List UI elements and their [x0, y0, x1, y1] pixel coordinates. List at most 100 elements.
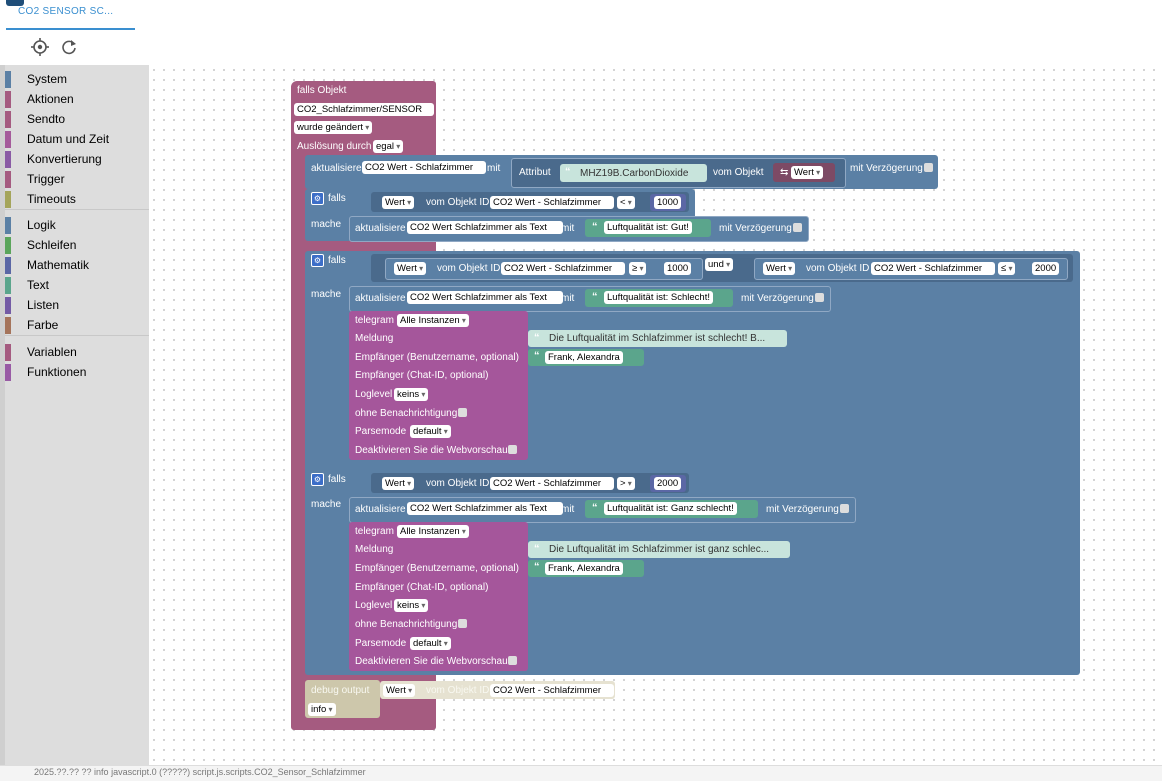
status-text: 2025.??.?? ?? info javascript.0 (?????) …: [34, 767, 366, 777]
update-target-field[interactable]: CO2 Wert Schlafzimmer als Text: [407, 291, 563, 304]
text-value[interactable]: Luftqualität ist: Gut!: [604, 221, 692, 234]
toolbox-category-timeouts[interactable]: Timeouts: [5, 190, 149, 209]
toolbox-separator: [5, 209, 149, 210]
silent-checkbox[interactable]: [458, 408, 467, 417]
telegram-label: telegram: [355, 315, 394, 326]
quote-open-icon: “: [534, 543, 540, 555]
wert-dropdown[interactable]: Wert: [382, 196, 415, 209]
gear-icon[interactable]: ⚙: [311, 473, 324, 486]
category-color-bar: [5, 111, 11, 128]
category-label: Konvertierung: [27, 152, 102, 166]
webpreview-checkbox[interactable]: [508, 656, 517, 665]
category-label: Funktionen: [27, 365, 87, 379]
variable-dropdown[interactable]: Wert: [791, 166, 824, 179]
toolbar: [0, 30, 1162, 66]
toolbox-category-variablen[interactable]: Variablen: [5, 343, 149, 362]
text-value[interactable]: Luftqualität ist: Ganz schlecht!: [604, 502, 737, 515]
delay-checkbox[interactable]: [840, 504, 849, 513]
parsemode-dropdown[interactable]: default: [410, 425, 451, 438]
debug-label: debug output: [311, 685, 370, 696]
trigger-by-dropdown[interactable]: egal: [373, 140, 404, 153]
operator-dropdown[interactable]: <: [617, 196, 635, 209]
number-value[interactable]: 2000: [654, 477, 682, 490]
category-color-bar: [5, 191, 11, 208]
recipient-value[interactable]: Frank, Alexandra: [545, 562, 623, 575]
recipient-value[interactable]: Frank, Alexandra: [545, 351, 623, 364]
message-text-block[interactable]: [528, 541, 790, 558]
wert-dropdown[interactable]: Wert: [383, 684, 416, 697]
toolbox-category-logik[interactable]: Logik: [5, 216, 149, 235]
trigger-condition-dropdown[interactable]: wurde geändert: [294, 121, 373, 134]
silent-checkbox[interactable]: [458, 619, 467, 628]
wert-dropdown[interactable]: Wert: [382, 477, 415, 490]
message-text-block[interactable]: [528, 330, 787, 347]
delay-checkbox[interactable]: [793, 223, 802, 232]
from-id-label: vom Objekt ID: [426, 685, 490, 696]
delay-checkbox[interactable]: [924, 163, 933, 172]
instances-dropdown[interactable]: Alle Instanzen: [397, 525, 469, 538]
webpreview-checkbox[interactable]: [508, 445, 517, 454]
object-id-field[interactable]: CO2 Wert - Schlafzimmer: [871, 262, 995, 275]
do-label: mache: [311, 289, 342, 300]
toolbox-category-farbe[interactable]: Farbe: [5, 316, 149, 335]
attribute-label: Attribut: [519, 167, 551, 178]
operator-dropdown[interactable]: >: [617, 477, 635, 490]
update-target-field[interactable]: CO2 Wert - Schlafzimmer: [362, 161, 486, 174]
wert-dropdown[interactable]: Wert: [394, 262, 427, 275]
trigger-by-label: Auslösung durch: [297, 141, 372, 152]
number-value[interactable]: 1000: [654, 196, 682, 209]
trigger-object-field[interactable]: CO2_Schlafzimmer/SENSOR: [294, 103, 434, 116]
object-id-field[interactable]: CO2 Wert - Schlafzimmer: [490, 196, 614, 209]
toolbox-category-trigger[interactable]: Trigger: [5, 170, 149, 189]
category-color-bar: [5, 237, 11, 254]
update-target-field[interactable]: CO2 Wert Schlafzimmer als Text: [407, 502, 563, 515]
recipient-label: Empfänger (Benutzername, optional): [355, 563, 519, 574]
parsemode-dropdown[interactable]: default: [410, 637, 451, 650]
message-text: Die Luftqualität im Schlafzimmer ist sch…: [549, 333, 766, 344]
message-label: Meldung: [355, 333, 394, 344]
gear-icon[interactable]: ⚙: [311, 192, 324, 205]
object-id-field[interactable]: CO2 Wert - Schlafzimmer: [501, 262, 625, 275]
quote-open-icon: “: [592, 221, 598, 233]
target-icon[interactable]: [29, 36, 51, 58]
number-value[interactable]: 2000: [1032, 262, 1060, 275]
toolbox-category-system[interactable]: System: [5, 70, 149, 89]
gear-icon[interactable]: ⚙: [311, 254, 324, 267]
quote-open-icon: “: [592, 291, 598, 303]
tab-bar: [0, 0, 1162, 31]
update-target-field[interactable]: CO2 Wert Schlafzimmer als Text: [407, 221, 563, 234]
loglevel-dropdown[interactable]: keins: [394, 388, 429, 401]
from-id-label: vom Objekt ID: [806, 263, 870, 274]
toolbox-category-datum-und-zeit[interactable]: Datum und Zeit: [5, 130, 149, 149]
if-label: falls: [328, 193, 346, 204]
category-label: Farbe: [27, 318, 59, 332]
category-color-bar: [5, 131, 11, 148]
object-id-field[interactable]: CO2 Wert - Schlafzimmer: [490, 684, 614, 697]
toolbox-category-schleifen[interactable]: Schleifen: [5, 236, 149, 255]
toolbox-category-listen[interactable]: Listen: [5, 296, 149, 315]
and-dropdown[interactable]: und: [705, 258, 734, 271]
number-value[interactable]: 1000: [664, 262, 692, 275]
operator-dropdown[interactable]: ≥: [629, 262, 647, 275]
operator-dropdown[interactable]: ≤: [998, 262, 1016, 275]
delay-checkbox[interactable]: [815, 293, 824, 302]
wert-dropdown[interactable]: Wert: [763, 262, 796, 275]
toolbox-category-aktionen[interactable]: Aktionen: [5, 90, 149, 109]
instances-dropdown[interactable]: Alle Instanzen: [397, 314, 469, 327]
tab-script[interactable]: CO2 SENSOR SC...: [6, 0, 135, 30]
silent-label: ohne Benachrichtigung: [355, 408, 458, 419]
tab-label: CO2 SENSOR SC...: [18, 6, 114, 17]
loglevel-dropdown[interactable]: keins: [394, 599, 429, 612]
toolbox-category-sendto[interactable]: Sendto: [5, 110, 149, 129]
object-id-field[interactable]: CO2 Wert - Schlafzimmer: [490, 477, 614, 490]
attr-text-block[interactable]: [560, 164, 707, 182]
toolbox-category-konvertierung[interactable]: Konvertierung: [5, 150, 149, 169]
text-value[interactable]: Luftqualität ist: Schlecht!: [604, 291, 713, 304]
refresh-icon[interactable]: [58, 36, 80, 58]
toolbox-category-text[interactable]: Text: [5, 276, 149, 295]
toolbox-category-mathematik[interactable]: Mathematik: [5, 256, 149, 275]
debug-level-dropdown[interactable]: info: [308, 703, 336, 716]
toolbox-category-funktionen[interactable]: Funktionen: [5, 363, 149, 382]
category-color-bar: [5, 151, 11, 168]
from-id-label: vom Objekt ID: [426, 478, 490, 489]
